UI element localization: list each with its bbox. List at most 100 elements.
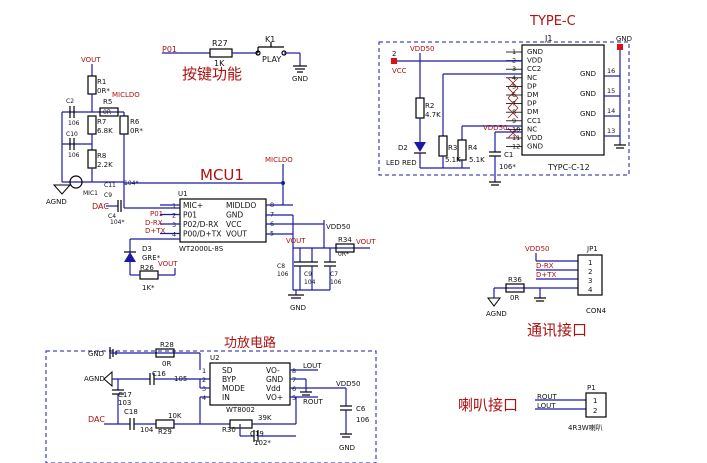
u1-left-pin-number: 2 xyxy=(172,212,176,220)
u2-left-pin-number: 1 xyxy=(202,367,206,375)
c9b-ref: C9 xyxy=(304,271,312,278)
mcu-dtx-net: D+TX xyxy=(145,227,166,235)
connector-p1 xyxy=(585,392,607,418)
mcu-title: MCU1 xyxy=(200,166,244,184)
mic1-ref: MIC1 xyxy=(83,190,98,197)
j1-pin-name: VDD xyxy=(527,134,543,142)
u2-right-pin-number: 7 xyxy=(292,376,296,384)
r28-ref: R28 xyxy=(160,341,174,349)
r34-val: 0R* xyxy=(338,251,349,258)
amp-lout: LOUT xyxy=(303,362,322,370)
u2-right-pin-number: 5 xyxy=(292,394,296,402)
led-d2 xyxy=(414,142,426,152)
j1-pin-name: CC1 xyxy=(527,117,541,125)
u1-left-pin-name: P02/D-RX xyxy=(183,220,218,229)
led-d3 xyxy=(124,252,136,262)
jp1-part: CON4 xyxy=(586,307,607,315)
amp-section: 功放电路 GND R28 0R U2 WT8002 SD1BYP2MODE3IN… xyxy=(45,335,377,463)
j1-pin-name: DP xyxy=(527,82,537,90)
r8-val: 2.2K xyxy=(97,161,113,169)
c1-val: 106* xyxy=(499,163,516,171)
resistor-r29 xyxy=(155,419,175,429)
spk-lout: LOUT xyxy=(537,402,556,410)
j1-right-pin-number: 13 xyxy=(607,127,615,135)
j1-right-pin-name: GND xyxy=(580,90,596,98)
u2-right-pin-name: VO- xyxy=(266,366,280,375)
c6-ref: C6 xyxy=(356,405,366,413)
c7-val: 106 xyxy=(330,279,342,286)
comm-section: VDD50 D-RX D+TX R36 0R AGND JP1 CON4 1 2… xyxy=(486,245,607,339)
gnd-pad xyxy=(617,44,623,50)
u1-left-pin-name: P00/D+TX xyxy=(183,230,221,239)
r3-val: 5.1K xyxy=(445,156,461,164)
spk-rout: ROUT xyxy=(537,393,557,401)
comm-drx: D-RX xyxy=(536,262,554,270)
jp1-pin1: 1 xyxy=(588,259,592,267)
comm-agnd-symbol xyxy=(487,297,501,307)
micldo-top: MICLDO xyxy=(112,91,140,99)
p1-ref: P1 xyxy=(587,384,596,392)
j1-right-pin-name: GND xyxy=(580,130,596,138)
j1-right-pin-number: 14 xyxy=(607,107,615,115)
resistor-r34 xyxy=(335,243,355,253)
r34-vout: VOUT xyxy=(356,238,376,246)
amp-c6-gnd: GND xyxy=(339,444,355,452)
mic-section: VOUT R1 0R* C2 106 R5 0R MICLDO R6 0R* R… xyxy=(46,56,180,226)
r29-val: 10K xyxy=(168,412,182,420)
p1-pin2: 2 xyxy=(593,407,597,415)
j1-pin-name: GND xyxy=(527,143,543,151)
comm-dtx: D+TX xyxy=(536,271,557,279)
mcu-gnd: GND xyxy=(290,304,306,312)
j1-pin-name: NC xyxy=(527,125,537,133)
jp1-pin3: 3 xyxy=(588,277,592,285)
c2-val: 106 xyxy=(68,120,80,127)
r5-val: 0R xyxy=(103,109,111,116)
mcu-micldo: MICLDO xyxy=(265,156,293,164)
vcc-pin-number: 2 xyxy=(392,50,396,58)
key-section: P01 R27 1K K1 PLAY GND 按键功能 xyxy=(162,35,308,83)
u2-left-pin-name: MODE xyxy=(222,384,245,393)
resistor-r5 xyxy=(99,107,119,117)
amp-vdd50: VDD50 xyxy=(336,380,360,388)
u2-part: WT8002 xyxy=(226,406,255,414)
switch-contact xyxy=(255,50,261,56)
connector-jp1 xyxy=(577,254,603,296)
u1-part: WT2000L-8S xyxy=(179,245,224,253)
r2-ref: R2 xyxy=(425,102,434,110)
type-c-section: TYPE-C J1 TYPC-C-12 GND1VDD2CC23NC4DP5DM… xyxy=(378,14,632,186)
k1-name: PLAY xyxy=(262,55,281,64)
r30-val: 39K xyxy=(258,414,272,422)
c9-ref: C9 xyxy=(104,192,112,199)
r2-val: 4.7K xyxy=(425,111,441,119)
r26-ref: R26 xyxy=(140,264,154,272)
r1-val: 0R* xyxy=(97,87,110,95)
j1-pin-name: DM xyxy=(527,108,538,116)
j1-pin-name: CC2 xyxy=(527,65,541,73)
net-label-p01: P01 xyxy=(162,45,177,54)
c10-ref: C10 xyxy=(66,131,78,138)
resistor-r6 xyxy=(119,115,129,135)
usb-gnd-top: GND xyxy=(616,35,632,43)
c4-ref: C4 xyxy=(108,213,116,220)
u2-right-pin-name: VO+ xyxy=(266,393,283,402)
vcc-label: VCC xyxy=(392,67,407,75)
speaker-title: 喇叭接口 xyxy=(458,396,518,414)
resistor-r8 xyxy=(87,149,97,169)
resistor-r36 xyxy=(505,283,525,293)
u2-ref: U2 xyxy=(210,354,220,362)
usb-pin-group: GND1VDD2CC23NC4DP5DM6DP7DM8CC19NC10VDD11… xyxy=(506,48,620,151)
c18-ref: C18 xyxy=(124,408,138,416)
resistor-r1 xyxy=(87,75,97,95)
j1-right-pin-number: 16 xyxy=(607,67,615,75)
r26-val: 1K* xyxy=(142,284,155,292)
u2-left-pin-number: 4 xyxy=(202,394,206,402)
j1-right-pin-number: 15 xyxy=(607,87,615,95)
r30-ref: R30 xyxy=(222,426,236,434)
u1-right-pin-name: MIDLDO xyxy=(226,201,256,210)
j1-pin-name: DP xyxy=(527,100,537,108)
j1-right-pin-name: GND xyxy=(580,110,596,118)
resistor-r26 xyxy=(139,270,159,280)
p1-pin1: 1 xyxy=(593,397,597,405)
j1-pin-name: VDD xyxy=(527,57,543,65)
